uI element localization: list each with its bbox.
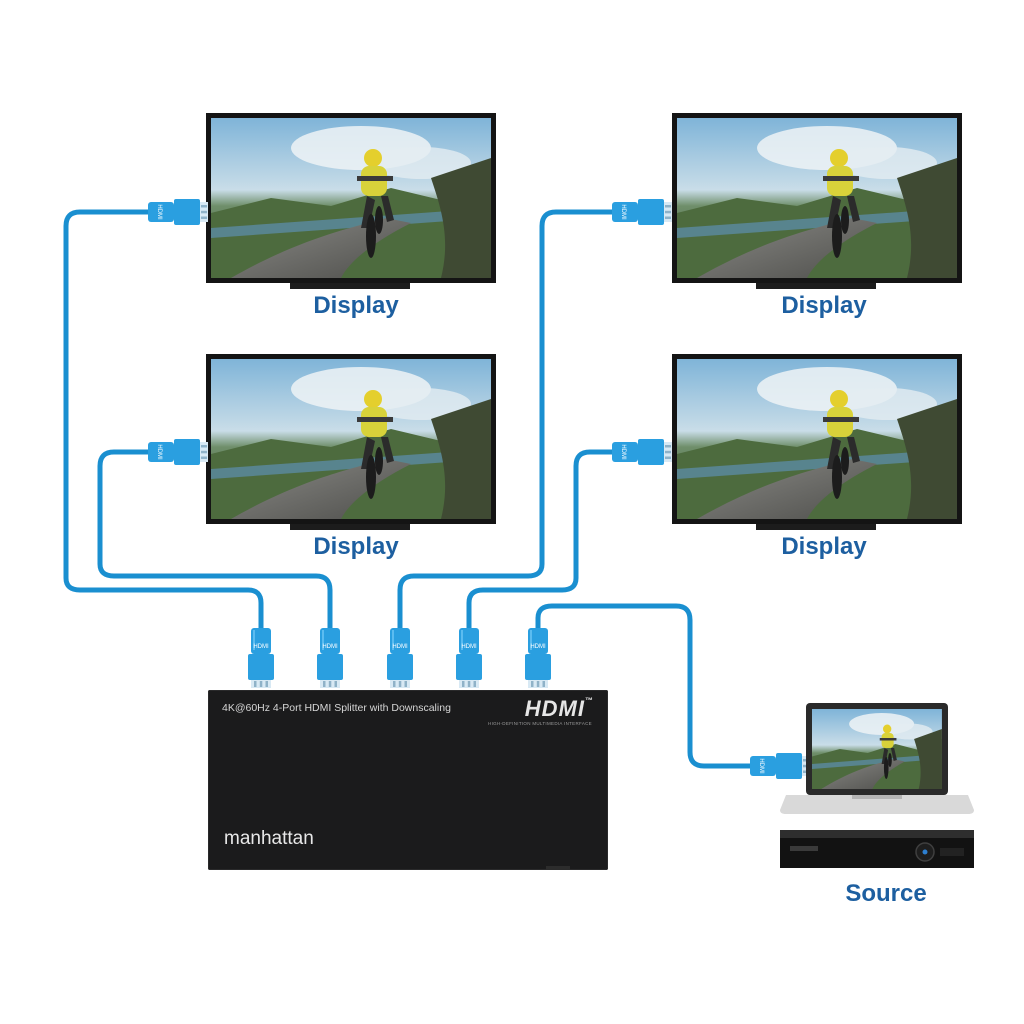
connector-hdmi-text: HDMI — [461, 644, 477, 650]
dvr-box-icon — [780, 830, 974, 868]
cable-port4-display-mid-right — [466, 449, 612, 630]
brand-logo: manhattan — [224, 828, 314, 850]
hdmi-logo-subtitle: HIGH-DEFINITION MULTIMEDIA INTERFACE — [488, 721, 592, 726]
brand-name: manhattan — [224, 828, 314, 849]
connector-hdmi-text: HDMI — [620, 444, 626, 460]
cable-port3-display-top-right — [397, 209, 612, 630]
hdmi-connector-icon — [387, 628, 413, 688]
display-label-top-left: Display — [313, 292, 399, 319]
display-label-top-right: Display — [781, 292, 867, 319]
hdmi-logo: HDMI™ — [525, 696, 594, 722]
hdmi-cables — [63, 209, 750, 769]
hdmi-connector-icon — [456, 628, 482, 688]
hdmi-splitter-device: 4K@60Hz 4-Port HDMI Splitter with Downsc… — [208, 690, 608, 870]
connector-hdmi-text: HDMI — [392, 644, 408, 650]
hdmi-connector-icon — [525, 628, 551, 688]
splitter-title: 4K@60Hz 4-Port HDMI Splitter with Downsc… — [222, 702, 451, 714]
cable-input-source — [535, 603, 750, 769]
hdmi-logo-trademark: ™ — [585, 696, 594, 705]
tv-mid-right — [672, 354, 962, 530]
connector-hdmi-text: HDMI — [253, 644, 269, 650]
hdmi-connector-icon — [248, 628, 274, 688]
connector-hdmi-text: HDMI — [620, 204, 626, 220]
connector-hdmi-text: HDMI — [758, 758, 764, 774]
display-label-mid-right: Display — [781, 533, 867, 560]
hdmi-connector-icon — [317, 628, 343, 688]
connector-hdmi-text: HDMI — [322, 644, 338, 650]
tv-mid-left — [206, 354, 496, 530]
connector-hdmi-text: HDMI — [530, 644, 546, 650]
display-label-mid-left: Display — [313, 533, 399, 560]
laptop-icon — [780, 703, 974, 814]
connector-hdmi-text: HDMI — [156, 204, 162, 220]
source-label: Source — [845, 880, 927, 907]
splitter-foot — [546, 866, 570, 870]
cable-port1-display-top-left — [63, 209, 264, 630]
tv-top-right — [672, 113, 962, 289]
cable-port2-display-mid-left — [97, 449, 333, 630]
connector-hdmi-text: HDMI — [156, 444, 162, 460]
tv-top-left — [206, 113, 496, 289]
hdmi-logo-text: HDMI — [524, 696, 585, 721]
